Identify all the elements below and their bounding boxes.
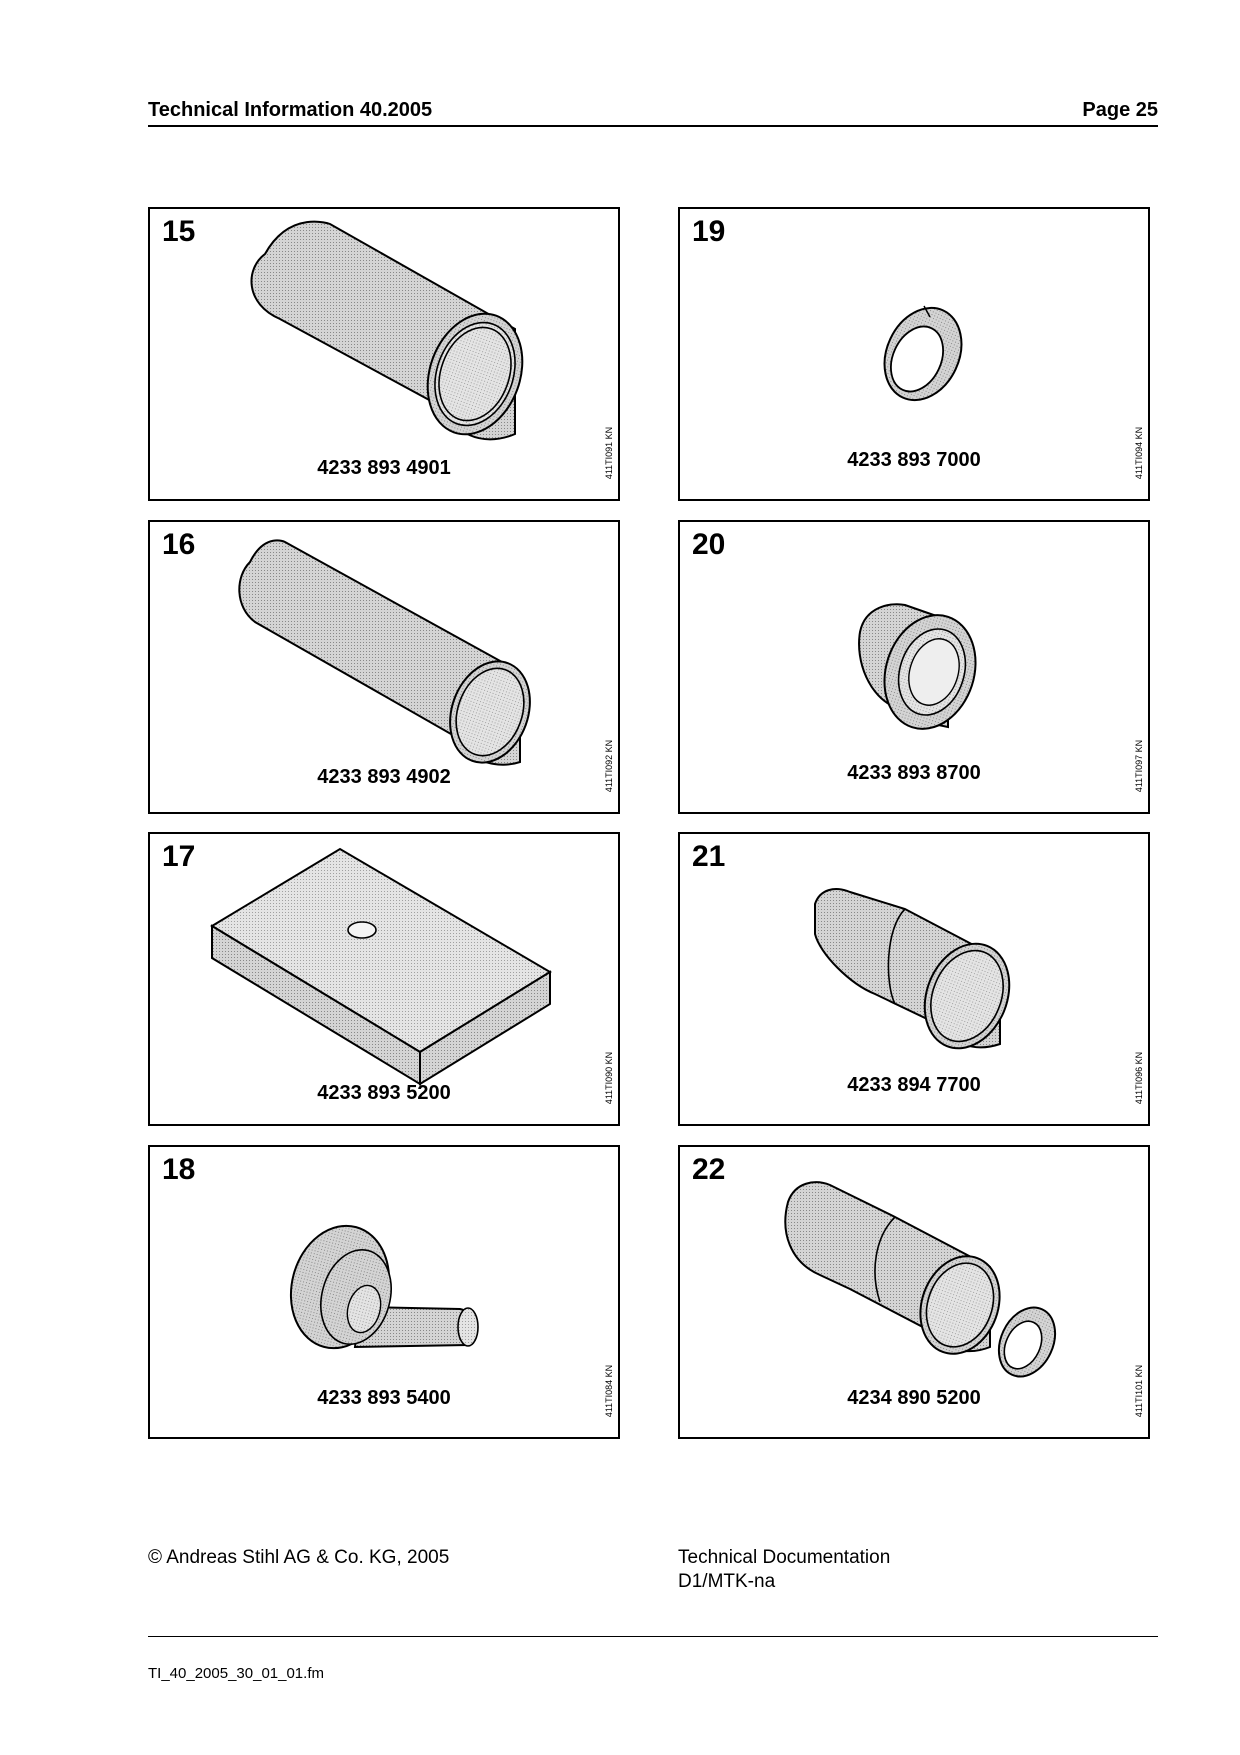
panel-number: 22	[692, 1153, 726, 1186]
long-tube-icon	[238, 539, 531, 766]
tool-panel-20: 20 4233 893 8700 411TI097 KN	[678, 520, 1150, 814]
tool-panel-16: 16 4233 893 4902 411TI092 KN	[148, 520, 620, 814]
doc-title: Technical Documentation	[678, 1547, 891, 1568]
tool-panel-22: 22 4234 890 5200 411TI101 KN	[678, 1145, 1150, 1439]
image-reference: 411TI092 KN	[604, 739, 614, 793]
footer-rule	[148, 1636, 1158, 1637]
panel-number: 17	[162, 840, 196, 873]
panel-number: 19	[692, 215, 726, 248]
part-number: 4233 893 8700	[847, 762, 981, 784]
header-title: Technical Information 40.2005	[148, 99, 433, 121]
doc-code: D1/MTK-na	[678, 1571, 776, 1592]
tool-panel-21: 21 4233 894 7700 411TI096 KN	[678, 832, 1150, 1126]
part-number: 4233 894 7700	[847, 1074, 981, 1096]
part-number: 4233 893 5400	[317, 1387, 451, 1409]
header-rule	[148, 125, 1158, 127]
part-number: 4233 893 4902	[317, 766, 451, 788]
tool-panel-17: 17 4233 893 5200 411TI090 KN	[148, 832, 620, 1126]
tool-panel-15: 15 4233 893 4901 411TI091 KN	[148, 207, 620, 501]
image-reference: 411TI084 KN	[604, 1364, 614, 1418]
tool-panel-18: 18 4233 893 5400 411TI084 KN	[148, 1145, 620, 1439]
doc-department: Technical Documentation D1/MTK-na	[678, 1546, 890, 1594]
image-reference: 411TI101 KN	[1134, 1364, 1144, 1418]
split-ring-icon	[883, 305, 963, 402]
part-number: 4233 893 7000	[847, 449, 981, 471]
long-cylinder-sleeve-icon	[250, 220, 524, 441]
flat-plate-icon	[210, 847, 552, 1086]
source-filename: TI_40_2005_30_01_01.fm	[148, 1665, 324, 1682]
image-reference: 411TI090 KN	[604, 1051, 614, 1105]
page-number: Page 25	[1082, 99, 1158, 121]
stepped-sleeve-with-ring-icon	[784, 1181, 1057, 1378]
tool-panel-19: 19 4233 893 7000 411TI094 KN	[678, 207, 1150, 501]
image-reference: 411TI097 KN	[1134, 739, 1144, 793]
tapered-sleeve-icon	[814, 888, 1011, 1050]
image-reference: 411TI094 KN	[1134, 426, 1144, 480]
panel-number: 15	[162, 215, 196, 248]
part-number: 4233 893 5200	[317, 1082, 451, 1104]
panel-number: 21	[692, 840, 726, 873]
panel-number: 20	[692, 528, 726, 561]
part-number: 4233 893 4901	[317, 457, 451, 479]
part-number: 4234 890 5200	[847, 1387, 981, 1409]
panel-number: 18	[162, 1153, 196, 1186]
short-bushing-icon	[858, 603, 977, 730]
image-reference: 411TI096 KN	[1134, 1051, 1144, 1105]
press-pin-icon	[289, 1224, 479, 1350]
image-reference: 411TI091 KN	[604, 426, 614, 480]
copyright-notice: © Andreas Stihl AG & Co. KG, 2005	[148, 1547, 450, 1568]
panel-number: 16	[162, 528, 196, 561]
